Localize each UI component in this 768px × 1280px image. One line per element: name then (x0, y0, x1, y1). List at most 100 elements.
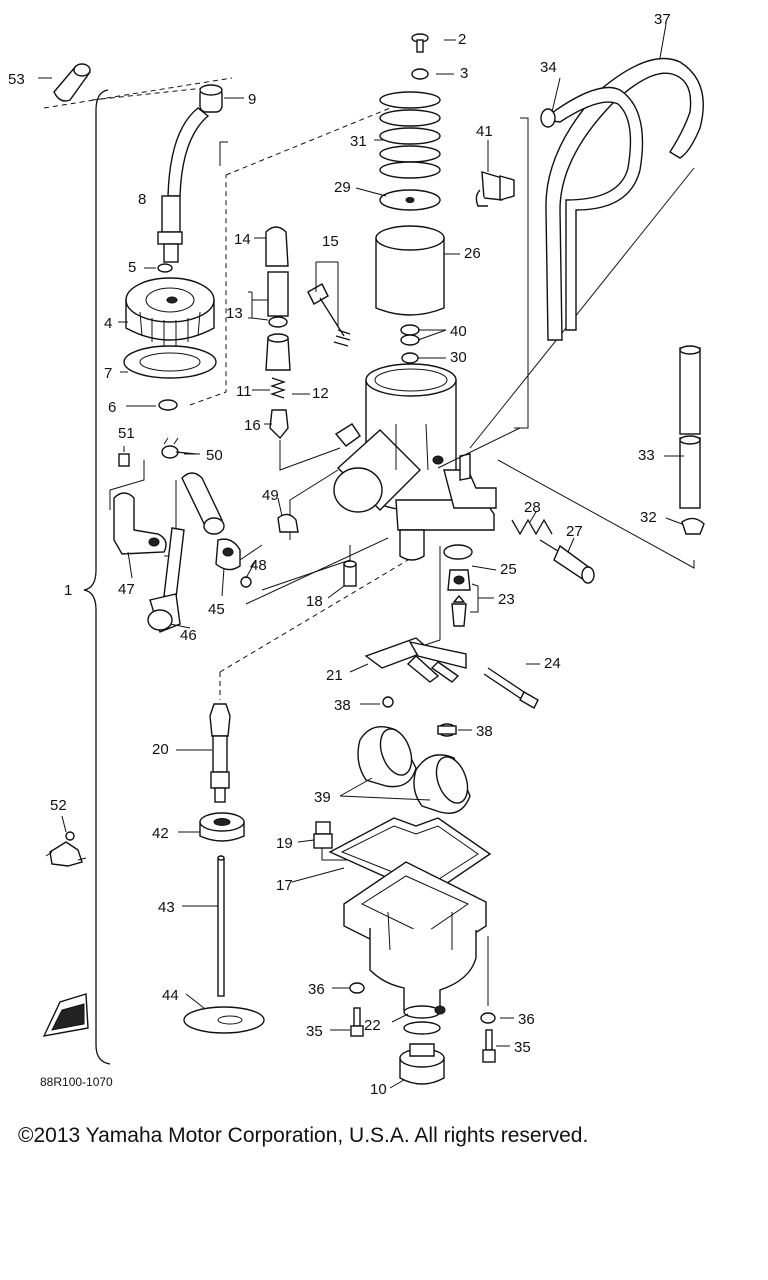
label-part-6: 6 (108, 399, 116, 416)
part-23-main-jet (447, 569, 471, 627)
part-2-screw (411, 33, 429, 53)
label-part-50: 50 (206, 447, 223, 464)
label-part-28: 28 (524, 499, 541, 516)
label-part-12: 12 (312, 385, 329, 402)
part-9-cap (199, 84, 223, 113)
part-25-washer (443, 544, 473, 560)
label-part-11: 11 (236, 383, 252, 400)
part-27-screw (539, 539, 595, 584)
label-part-43: 43 (158, 899, 175, 916)
label-part-30: 30 (450, 349, 467, 366)
part-30-clip (401, 352, 419, 364)
label-part-33: 33 (638, 447, 655, 464)
label-part-4: 4 (104, 315, 112, 332)
part-hose-9-8 (167, 107, 210, 197)
label-part-3: 3 (460, 65, 468, 82)
label-part-40: 40 (450, 323, 467, 340)
part-52-fitting (45, 831, 87, 867)
part-13-needle-parts (267, 271, 289, 328)
label-part-8: 8 (138, 191, 146, 208)
part-3-washer (411, 68, 429, 80)
part-5-o-ring (157, 263, 173, 273)
part-39-floats (357, 726, 471, 814)
label-part-36-right: 36 (518, 1011, 535, 1028)
part-41-clamp (475, 171, 515, 207)
part-40-washers (400, 324, 420, 346)
part-15-pilot-screw (307, 283, 351, 347)
label-part-25: 25 (500, 561, 517, 578)
label-part-13: 13 (226, 305, 243, 322)
label-part-15: 15 (322, 233, 339, 250)
part-24-float-pin (483, 667, 539, 709)
part-36-washer-right (480, 1012, 496, 1024)
part-19-plug (313, 821, 333, 849)
part-11-spring (269, 377, 287, 399)
label-part-32: 32 (640, 509, 657, 526)
part-42-nut (199, 812, 245, 842)
part-8-fitting (157, 195, 183, 263)
assembly-bracket (83, 89, 111, 1065)
part-47-bracket (113, 492, 167, 555)
carburetor-body (333, 363, 497, 561)
label-part-42: 42 (152, 825, 169, 842)
drawing-code: 88R100-1070 (40, 1075, 113, 1089)
part-53-sleeve (53, 63, 91, 102)
label-part-51: 51 (118, 425, 135, 442)
label-part-38-right: 38 (476, 723, 493, 740)
label-part-17: 17 (276, 877, 293, 894)
part-44-washer (183, 1006, 265, 1034)
exploded-parts-diagram: 2 3 4 5 6 7 8 9 10 11 12 13 14 15 16 17 … (8, 11, 705, 1098)
label-part-26: 26 (464, 245, 481, 262)
part-16-needle-tip (269, 409, 289, 440)
part-51-nut (118, 453, 130, 467)
part-6-clip (158, 399, 178, 411)
part-36-washer-left (349, 982, 365, 994)
label-part-41: 41 (476, 123, 493, 140)
label-part-46: 46 (180, 627, 197, 644)
part-32-clip (681, 517, 705, 535)
label-part-5: 5 (128, 259, 136, 276)
label-part-34: 34 (540, 59, 557, 76)
label-part-9: 9 (248, 91, 256, 108)
label-part-39: 39 (314, 789, 331, 806)
label-part-19: 19 (276, 835, 293, 852)
part-18-pilot-jet (343, 560, 357, 587)
part-31-spring (379, 91, 441, 179)
label-part-20: 20 (152, 741, 169, 758)
label-part-27: 27 (566, 523, 583, 540)
part-labels: 2 3 4 5 6 7 8 9 10 11 12 13 14 15 16 17 … (8, 11, 671, 1098)
label-part-49: 49 (262, 487, 279, 504)
part-35-screw-right (482, 1029, 496, 1063)
copyright-notice: ©2013 Yamaha Motor Corporation, U.S.A. A… (18, 1124, 589, 1147)
label-part-10: 10 (370, 1081, 387, 1098)
label-part-14: 14 (234, 231, 251, 248)
part-38-needle-valve-left (382, 696, 394, 708)
part-46-choke-cable (147, 527, 185, 633)
part-33-hose (679, 345, 701, 509)
part-22-o-ring (403, 1021, 441, 1035)
label-part-23: 23 (498, 591, 515, 608)
part-14-needle-top (265, 226, 289, 267)
part-35-screw-left (350, 1007, 364, 1037)
part-7-gasket (123, 345, 217, 379)
part-43-rod (217, 855, 225, 997)
label-part-52: 52 (50, 797, 67, 814)
label-part-38-left: 38 (334, 697, 351, 714)
part-28-spring (511, 518, 553, 536)
part-48-o-ring (240, 576, 252, 588)
part-50-screw (161, 437, 197, 459)
label-part-44: 44 (162, 987, 179, 1004)
part-29-plate (379, 189, 441, 211)
part-26-throttle-valve (375, 225, 445, 316)
label-part-7: 7 (104, 365, 112, 382)
label-part-35-left: 35 (306, 1023, 323, 1040)
part-float-bowl (343, 861, 487, 1019)
label-part-47: 47 (118, 581, 135, 598)
label-assembly-1: 1 (64, 582, 72, 599)
part-34-vent-hose (540, 86, 644, 331)
label-part-2: 2 (458, 31, 466, 48)
label-part-24: 24 (544, 655, 561, 672)
part-45-choke-plunger (181, 472, 241, 571)
label-part-35-right: 35 (514, 1039, 531, 1056)
label-part-21: 21 (326, 667, 343, 684)
